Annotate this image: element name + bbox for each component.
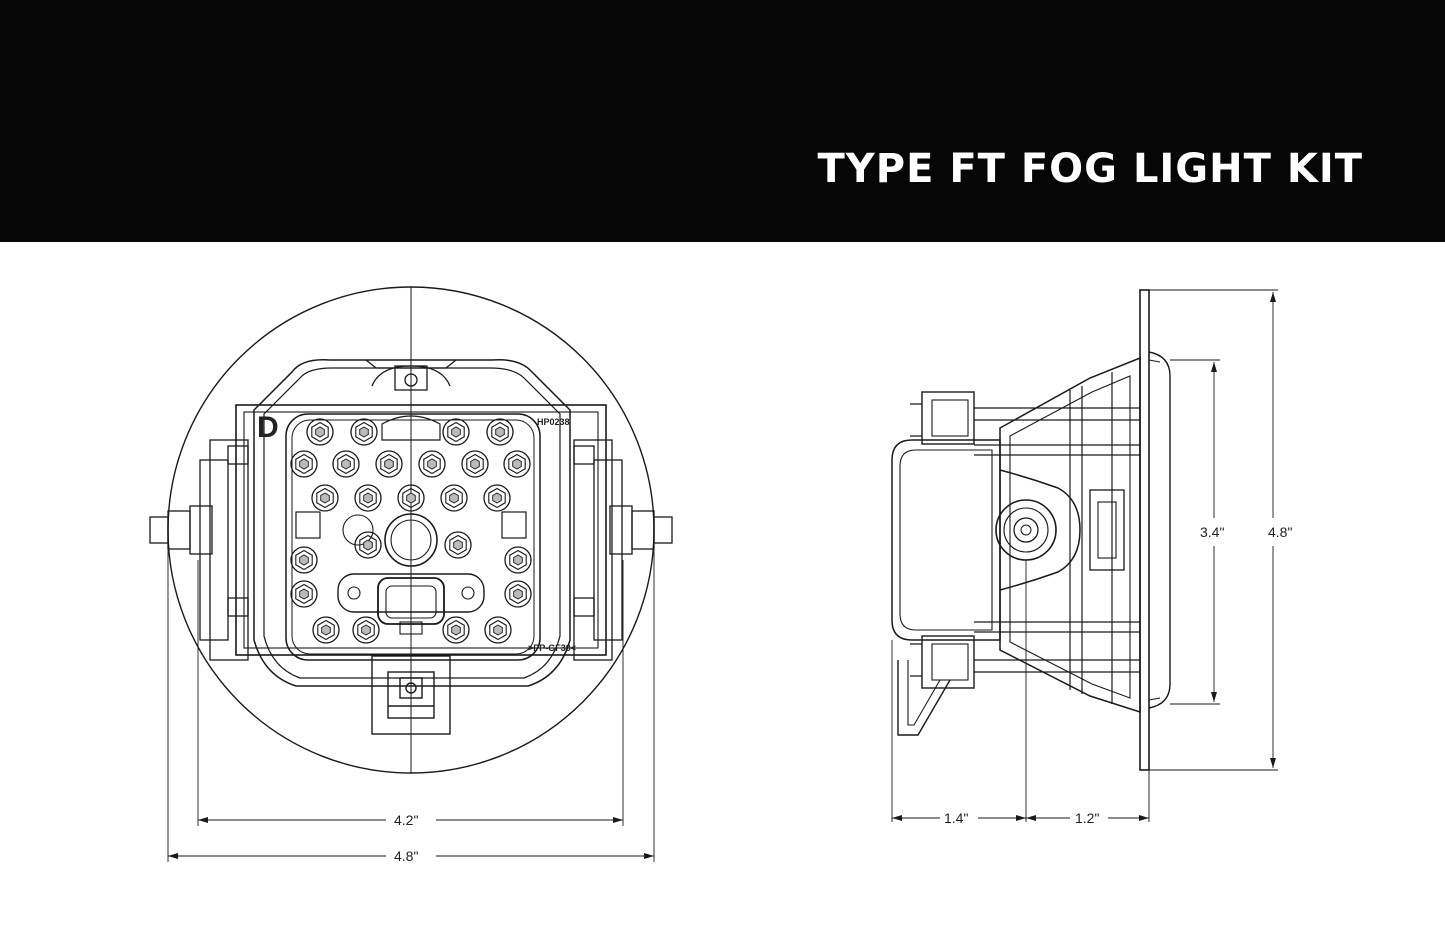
side-lower-bracket — [897, 660, 951, 736]
side-dimension-overall-height — [1270, 292, 1276, 768]
front-right-bracket — [573, 439, 623, 661]
front-lens-panel — [285, 413, 541, 661]
front-dimension-inner — [198, 817, 623, 823]
dim-front-depth: 1.2" — [1075, 810, 1099, 826]
front-right-stud — [609, 505, 673, 555]
dim-inner-width: 4.2" — [394, 812, 418, 828]
front-bottom-tab — [371, 655, 451, 735]
dim-overall-height: 4.8" — [1268, 524, 1292, 540]
front-dimension-outer — [168, 853, 654, 859]
brand-logo: D — [257, 411, 279, 444]
side-dimension-rear-depth — [892, 815, 1026, 821]
side-rear-body — [891, 439, 1001, 641]
side-dimension-lens-height — [1211, 362, 1217, 702]
side-dimension-front-depth — [1026, 815, 1149, 821]
side-front-flange — [1139, 289, 1150, 771]
part-number-label: HP0238 — [537, 417, 570, 427]
page-title: TYPE FT FOG LIGHT KIT — [817, 146, 1363, 192]
front-top-tab — [365, 359, 457, 391]
front-left-stud — [149, 505, 213, 555]
front-housing — [253, 359, 571, 687]
side-pivot-bolt — [995, 499, 1057, 561]
dim-lens-height: 3.4" — [1200, 524, 1224, 540]
material-marking-label: >PP-GF30< — [528, 643, 576, 653]
dim-rear-depth: 1.4" — [944, 810, 968, 826]
dim-outer-width: 4.8" — [394, 848, 418, 864]
front-center-lens — [384, 513, 438, 567]
side-view — [891, 289, 1278, 822]
front-lens-frame — [235, 404, 607, 656]
front-left-bracket — [199, 439, 249, 661]
side-lens-bulge — [1148, 351, 1171, 709]
side-pivot-mount — [999, 469, 1081, 591]
header-banner: TYPE FT FOG LIGHT KIT — [0, 0, 1445, 242]
front-view — [149, 286, 673, 862]
front-connector-plate — [337, 573, 485, 613]
